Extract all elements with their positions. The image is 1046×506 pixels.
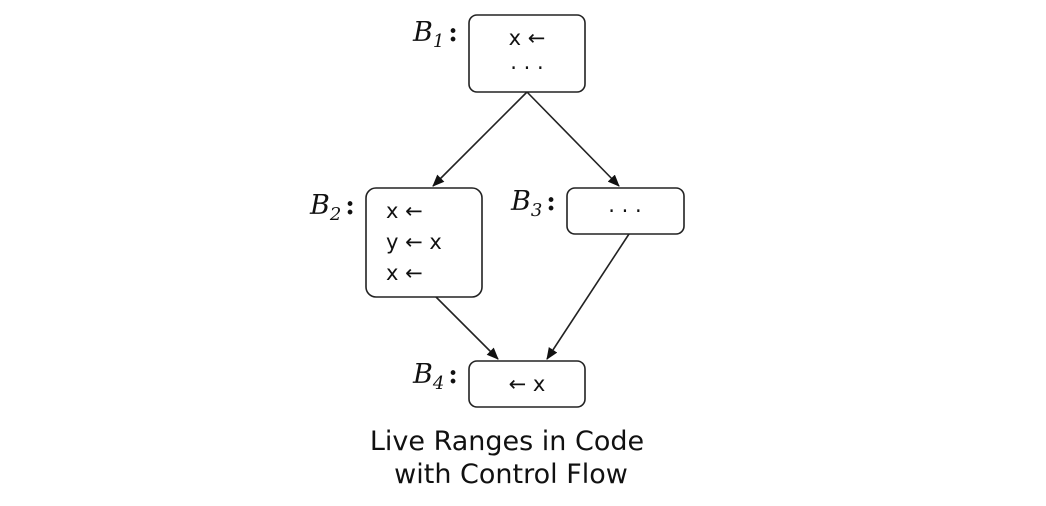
caption-line-1: Live Ranges in Code — [370, 426, 644, 457]
block-b4-box — [468, 360, 586, 408]
edge-b2-b4 — [435, 296, 499, 360]
block-b2: B2: x ← y ← x x ← — [309, 187, 483, 298]
block-b4-label: B4: — [412, 359, 458, 394]
edge-b1-b3 — [526, 91, 620, 187]
block-b1-line-2: · · · — [510, 56, 543, 80]
block-b4: B4: ← x — [412, 359, 586, 408]
block-b1-box — [468, 14, 586, 93]
block-b2-line-2: y ← x — [386, 230, 442, 254]
block-b1: B1: x ← · · · — [412, 14, 586, 93]
edge-b3-b4 — [546, 233, 630, 360]
block-b2-label: B2: — [309, 190, 355, 225]
block-b2-box — [365, 187, 483, 298]
block-b2-line-3: x ← — [386, 261, 423, 285]
caption: Live Ranges in Code with Control Flow — [370, 426, 644, 490]
block-b3-box — [566, 187, 685, 235]
block-b3: B3: · · · — [510, 186, 685, 235]
caption-line-2: with Control Flow — [394, 459, 628, 490]
block-b1-line-1: x ← — [509, 26, 546, 50]
block-b3-label: B3: — [510, 186, 556, 221]
block-b3-line-1: · · · — [608, 199, 641, 223]
block-b4-line-1: ← x — [509, 372, 546, 396]
block-b1-label: B1: — [412, 17, 458, 52]
block-b2-line-1: x ← — [386, 199, 423, 223]
edges — [432, 91, 630, 360]
edge-b1-b2 — [432, 91, 528, 187]
